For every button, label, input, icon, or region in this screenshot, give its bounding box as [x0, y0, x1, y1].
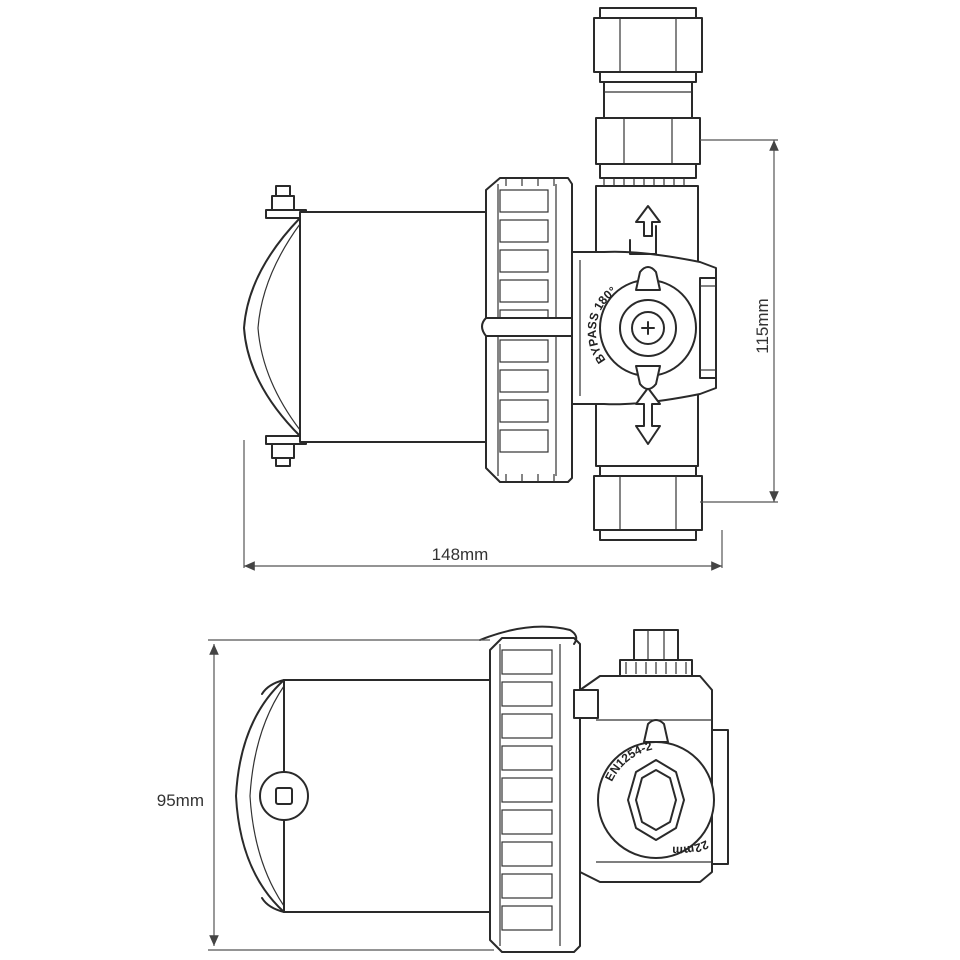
bypass-dial: BYPASS 180° — [585, 266, 697, 390]
side-cap-dome — [235, 679, 285, 913]
height-dimension-label: 115mm — [753, 298, 772, 353]
width-dimension-label: 148mm — [432, 545, 489, 564]
flow-arrow-icons — [629, 205, 661, 445]
side-canister-body — [283, 679, 491, 913]
depth-dimension-label: 95mm — [157, 791, 204, 810]
side-ribbed-ring — [479, 625, 581, 953]
top-upper-fittings — [593, 7, 703, 186]
top-cap-dome — [243, 217, 301, 437]
drain-plug — [259, 771, 309, 821]
top-canister-body — [299, 211, 487, 443]
side-dimensions: 95mm — [157, 639, 494, 951]
top-lower-fittings — [593, 465, 703, 541]
side-top-fitting — [619, 629, 693, 677]
top-dimensions: 148mm 115mm — [243, 139, 779, 571]
side-outlet-port: EN1254-2 22mm — [597, 719, 715, 859]
side-view: EN1254-2 22mm — [235, 625, 729, 953]
top-view: BYPASS 180° — [243, 7, 717, 541]
